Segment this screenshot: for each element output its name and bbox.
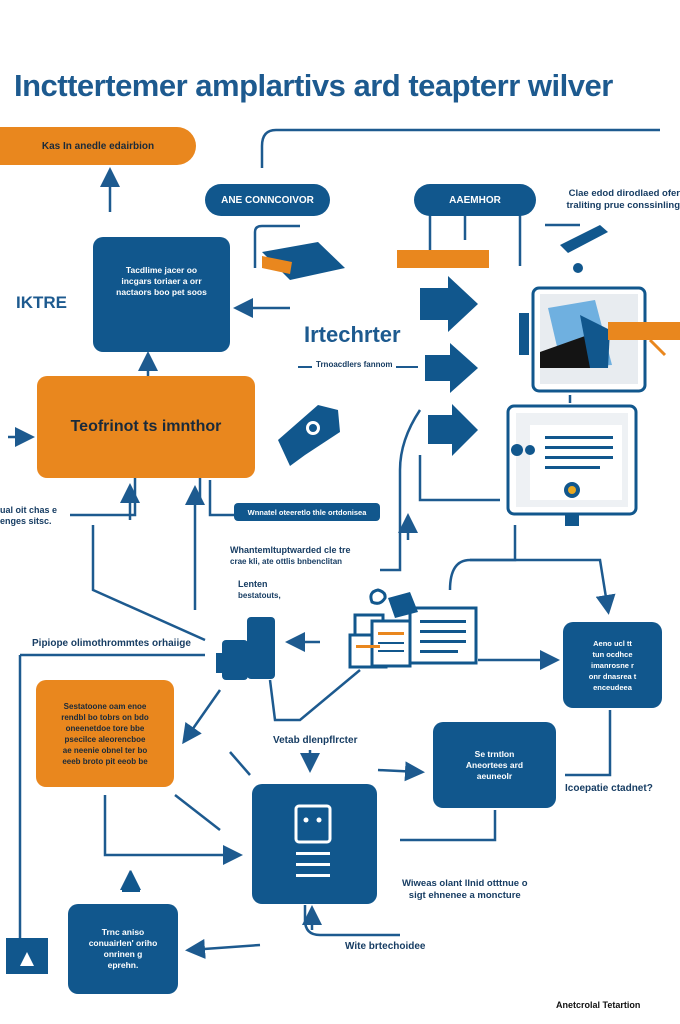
- top-right-note: Clae edod dirodlaed ofer traliting prue …: [550, 188, 680, 212]
- left-note-line: ual oit chas e: [0, 505, 58, 515]
- monitor-link: [418, 455, 500, 502]
- tool-icon: [560, 225, 608, 273]
- document-cluster-icon: [348, 588, 478, 669]
- lower-curve: [268, 669, 361, 722]
- right-box-2-line: aeuneolr: [476, 770, 513, 781]
- pipe-label: Pipiope olimothrommtes orhaiige: [30, 638, 193, 649]
- triangle-marker-icon: [6, 938, 48, 974]
- orange-to-server: [103, 795, 243, 865]
- bottom-left-line: Trnc aniso: [101, 927, 145, 937]
- laptop-icon: [262, 242, 345, 280]
- blue-box-1-line: Tacdlime jacer oo: [125, 265, 198, 275]
- right-box-2-down: [400, 810, 497, 842]
- mid-note: Whantemltuptwarded cle tre crae kli, ate…: [230, 544, 351, 568]
- left-note-line: enges sitsc.: [0, 516, 52, 526]
- bottom-left-line: conuairlen' oriho: [88, 938, 158, 948]
- vetab-label: Vetab dlenpflrcter: [273, 735, 358, 746]
- monitor-icon: [519, 286, 680, 393]
- short-diag: [229, 751, 251, 776]
- blue-box-1-line: incgars toriaer a orr: [121, 276, 202, 286]
- diag-arrow: [182, 689, 222, 745]
- short-diag-2: [174, 794, 221, 831]
- orange-lower-line: ae neenie obnel ter bo: [62, 745, 148, 755]
- right-box-2-line: Se trntlon: [474, 748, 515, 759]
- mid-note-title: Whantemltuptwarded cle tre: [230, 545, 351, 555]
- bottom-left-box[interactable]: Trnc aniso conuairlen' oriho onrinen g e…: [68, 904, 178, 994]
- blue-box-1[interactable]: Tacdlime jacer oo incgars toriaer a orr …: [93, 237, 230, 352]
- top-right-note-line: traliting prue conssinling: [566, 200, 680, 211]
- bottom-note: Wiweas olant llnid otttnue o sigt ehnene…: [402, 878, 528, 902]
- mid-small-title: Lenten: [238, 579, 268, 589]
- server-icon: [252, 784, 377, 904]
- right-box-1-line: onr dnasrea t: [588, 671, 637, 681]
- intechter-sub: Trnoacdlers fannom: [312, 360, 397, 369]
- bottom-left-line: eprehn.: [107, 960, 139, 970]
- right-box-2[interactable]: Se trntlon Aneortees ard aeuneolr: [433, 722, 556, 808]
- bottom-arrow-head: [121, 870, 141, 890]
- bottom-note-line: Wiweas olant llnid otttnue o: [402, 878, 528, 889]
- question-label: Icoepatie ctadnet?: [565, 783, 653, 794]
- orange-lower-line: oneenetdoe tore bbe: [65, 723, 145, 733]
- right-box-1-line: enceudeea: [593, 682, 632, 692]
- top-left-pill-label: Kas In anedle edairbion: [41, 140, 155, 152]
- top-left-pill[interactable]: Kas In anedle edairbion: [0, 127, 196, 165]
- top-connector-line: [260, 128, 660, 168]
- mid-small-sub: bestatouts,: [238, 591, 281, 600]
- top-right-note-line: Clae edod dirodlaed ofer: [568, 188, 680, 199]
- to-bottom-box: [185, 938, 261, 959]
- orange-lower-line: Sestatoone oam enoe: [63, 701, 147, 711]
- document-monitor-icon: [506, 404, 638, 526]
- mid-note-sub: crae kli, ate ottlis bnbenclitan: [230, 557, 343, 566]
- big-arrow-2: [425, 343, 478, 393]
- to-right-box: [470, 558, 616, 615]
- mid-small-note: Lenten bestatouts,: [238, 578, 281, 602]
- tablet-icon: [216, 617, 275, 680]
- aemhor-pill-label: AAEMHOR: [449, 194, 501, 206]
- ktre-side-label: IKTRE: [16, 293, 67, 312]
- ane-connector-pill[interactable]: ANE CONNCOIVOR: [205, 184, 330, 216]
- orange-main-label: Teofrinot ts imnthor: [70, 418, 222, 435]
- phone-icon: [278, 405, 340, 466]
- orange-lower-box[interactable]: Sestatoone oam enoe rendbl bo tobrs on b…: [36, 680, 174, 787]
- orange-lower-line: eeeb broto pit eeob be: [62, 756, 148, 766]
- blue-box-1-line: nactaors boo pet soos: [116, 287, 207, 297]
- orange-lower-line: rendbl bo tobrs on bdo: [61, 712, 149, 722]
- right-box-1-line: tun ocdhce: [592, 649, 633, 659]
- left-note-line: [70, 478, 137, 517]
- down-route: [380, 409, 422, 572]
- right-box-2-line: Aneortees ard: [465, 759, 524, 770]
- orange-main-box[interactable]: Teofrinot ts imnthor: [37, 376, 255, 478]
- thin-bar-label: Wnnatel oteeretlo thle ortdonisea: [247, 507, 367, 517]
- footer-credit: Anetcrolal Tetartion: [556, 1000, 641, 1010]
- orange-link-3: [208, 480, 238, 517]
- page-title: Incttertemer amplartivs ard teapterr wil…: [14, 68, 613, 103]
- orange-connector-bar: [397, 250, 489, 268]
- bottom-left-line: onrinen g: [103, 949, 143, 959]
- big-arrow-1: [420, 276, 478, 332]
- big-arrow-3: [428, 404, 478, 456]
- diag-line-1: [91, 525, 206, 642]
- aemhor-pill[interactable]: AAEMHOR: [414, 184, 536, 216]
- bottom-note-line: sigt ehnenee a moncture: [408, 890, 521, 901]
- right-box-1-line: Aeno ucl tt: [593, 638, 632, 648]
- right-box-down: [565, 710, 612, 777]
- right-box-1[interactable]: Aeno ucl tt tun ocdhce imanrosne r onr d…: [563, 622, 662, 708]
- left-note: ual oit chas e enges sitsc.: [0, 505, 57, 527]
- wite-label: Wite brtechoidee: [345, 941, 426, 952]
- orange-lower-line: psecilce aleorencboe: [64, 734, 146, 744]
- ane-pill-label: ANE CONNCOIVOR: [221, 194, 314, 206]
- to-right-box-2: [377, 761, 425, 782]
- thin-bar[interactable]: Wnnatel oteeretlo thle ortdonisea: [234, 503, 380, 521]
- right-branch: [448, 525, 517, 591]
- right-box-1-line: imanrosne r: [591, 660, 634, 670]
- intechter-heading: Irtechrter: [304, 322, 401, 347]
- server-down: [303, 905, 400, 937]
- ane-connector: [253, 224, 300, 268]
